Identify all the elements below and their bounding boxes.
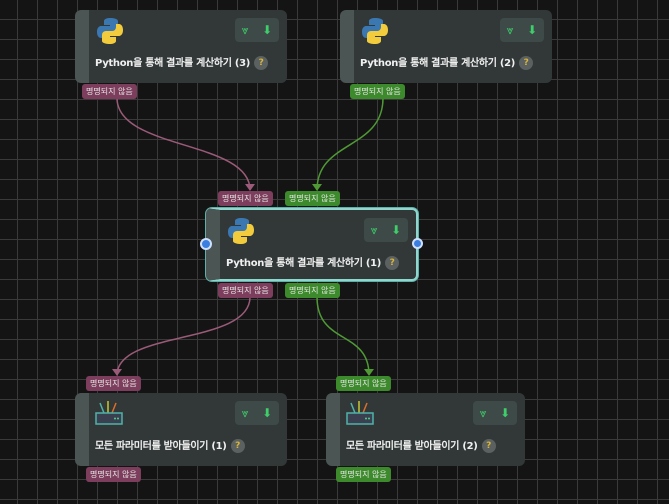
node-toolbar: ⩔⬇ bbox=[500, 18, 544, 42]
run-icon[interactable]: ⬇ bbox=[262, 406, 273, 420]
help-icon[interactable]: ? bbox=[385, 256, 400, 270]
wire-1-to-p1 bbox=[116, 296, 251, 376]
help-icon[interactable]: ? bbox=[481, 439, 496, 453]
wire-arrow bbox=[112, 369, 122, 376]
node-toolbar: ⩔⬇ bbox=[235, 401, 279, 425]
node-title: Python을 통해 결과를 계산하기 (3)? bbox=[95, 54, 269, 70]
node-toolbar: ⩔⬇ bbox=[235, 18, 279, 42]
add-port-icon[interactable] bbox=[412, 238, 423, 249]
wire-arrow bbox=[245, 184, 255, 191]
node-title: Python을 통해 결과를 계산하기 (2)? bbox=[360, 54, 534, 70]
wire-arrow bbox=[364, 369, 374, 376]
node-python-3[interactable]: ⩔⬇ Python을 통해 결과를 계산하기 (3)? bbox=[75, 10, 287, 83]
collapse-icon[interactable]: ⩔ bbox=[479, 406, 487, 420]
run-icon[interactable]: ⬇ bbox=[500, 406, 511, 420]
collapse-icon[interactable]: ⩔ bbox=[506, 23, 514, 37]
input-port[interactable]: 명명되지 않음 bbox=[218, 191, 273, 206]
node-accept-params-2[interactable]: ⩔⬇ 모든 파라미터를 받아들이기 (2)? bbox=[326, 393, 525, 466]
python-icon bbox=[362, 18, 388, 44]
collapse-icon[interactable]: ⩔ bbox=[370, 223, 378, 237]
node-python-1[interactable]: ⩔⬇ Python을 통해 결과를 계산하기 (1)? bbox=[206, 208, 418, 281]
output-port[interactable]: 명명되지 않음 bbox=[350, 84, 405, 99]
help-icon[interactable]: ? bbox=[254, 56, 269, 70]
output-port[interactable]: 명명되지 않음 bbox=[336, 467, 391, 482]
output-port[interactable]: 명명되지 않음 bbox=[82, 84, 137, 99]
help-icon[interactable]: ? bbox=[519, 56, 534, 70]
node-title: 모든 파라미터를 받아들이기 (2)? bbox=[346, 437, 496, 453]
collapse-icon[interactable]: ⩔ bbox=[241, 23, 249, 37]
node-title: Python을 통해 결과를 계산하기 (1)? bbox=[226, 254, 400, 270]
wire-3-to-1 bbox=[116, 97, 251, 191]
node-python-2[interactable]: ⩔⬇ Python을 통해 결과를 계산하기 (2)? bbox=[340, 10, 552, 83]
wire-arrow bbox=[312, 184, 322, 191]
wire-1-to-p2 bbox=[316, 296, 370, 376]
router-icon bbox=[95, 401, 123, 425]
input-port[interactable]: 명명되지 않음 bbox=[336, 376, 391, 391]
help-icon[interactable]: ? bbox=[230, 439, 245, 453]
wire-2-to-1 bbox=[316, 97, 384, 191]
node-accept-params-1[interactable]: ⩔⬇ 모든 파라미터를 받아들이기 (1)? bbox=[75, 393, 287, 466]
output-port[interactable]: 명명되지 않음 bbox=[86, 467, 141, 482]
collapse-icon[interactable]: ⩔ bbox=[241, 406, 249, 420]
output-port[interactable]: 명명되지 않음 bbox=[218, 283, 273, 298]
input-port[interactable]: 명명되지 않음 bbox=[86, 376, 141, 391]
run-icon[interactable]: ⬇ bbox=[527, 23, 538, 37]
left-anchor-handle[interactable] bbox=[200, 238, 212, 250]
router-icon bbox=[346, 401, 374, 425]
node-toolbar: ⩔⬇ bbox=[473, 401, 517, 425]
python-icon bbox=[228, 218, 254, 244]
run-icon[interactable]: ⬇ bbox=[262, 23, 273, 37]
input-port[interactable]: 명명되지 않음 bbox=[285, 191, 340, 206]
node-toolbar: ⩔⬇ bbox=[364, 218, 408, 242]
node-title: 모든 파라미터를 받아들이기 (1)? bbox=[95, 437, 245, 453]
run-icon[interactable]: ⬇ bbox=[391, 223, 402, 237]
python-icon bbox=[97, 18, 123, 44]
output-port[interactable]: 명명되지 않음 bbox=[285, 283, 340, 298]
